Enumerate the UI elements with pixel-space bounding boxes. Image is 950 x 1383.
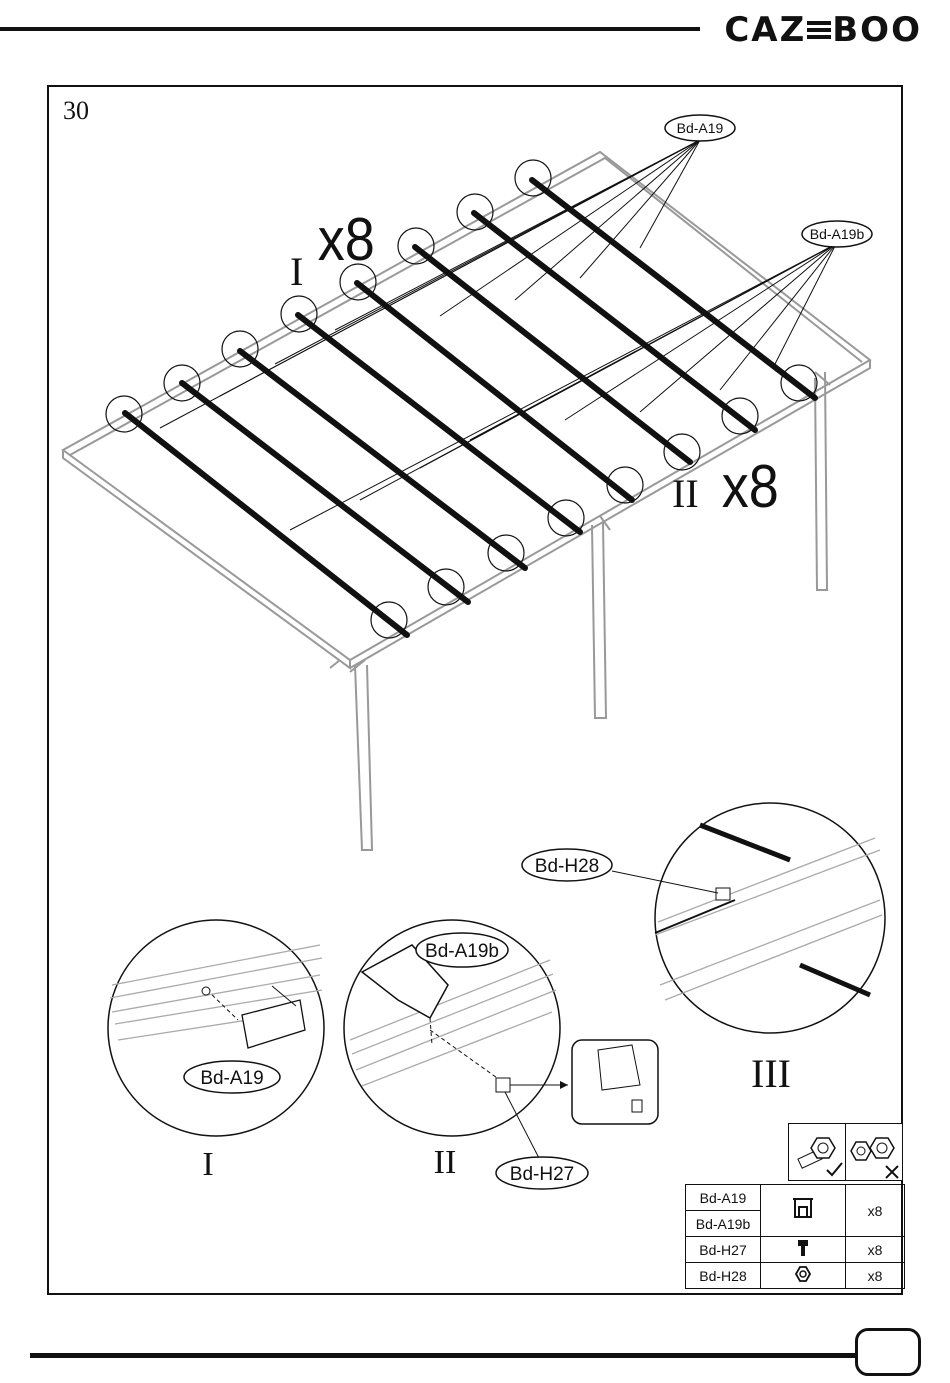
detail-ii-roman: II (434, 1144, 457, 1181)
quantity-left: x8 (318, 206, 375, 273)
quantity-right: x8 (722, 453, 779, 520)
part-code: Bd-H27 (686, 1237, 761, 1263)
detail-marker-i: I (290, 249, 303, 294)
part-code: Bd-A19b (686, 1211, 761, 1237)
nut-bolt-wrong-icon (845, 1123, 903, 1181)
callout-a19b-label: Bd-A19b (810, 226, 865, 242)
page-number-box (855, 1328, 921, 1376)
nut-icon (761, 1263, 846, 1289)
nut-bolt-ok-icon (788, 1123, 846, 1181)
channel-rail-icon (761, 1185, 846, 1237)
detail-i-roman: I (202, 1146, 213, 1183)
part-code: Bd-A19 (686, 1185, 761, 1211)
callout-a19-label: Bd-A19 (677, 120, 724, 136)
detail-circle-i (108, 920, 324, 1136)
rafters (125, 180, 815, 635)
detail-iii-roman: III (751, 1051, 791, 1096)
footer-rule (30, 1353, 860, 1358)
detail-marker-ii: II (672, 471, 699, 516)
detail-ii-label-top: Bd-A19b (425, 941, 499, 962)
detail-ii-label-bottom: Bd-H27 (510, 1164, 574, 1185)
detail-iii-label: Bd-H28 (535, 856, 599, 877)
part-qty: x8 (846, 1185, 905, 1237)
part-code: Bd-H28 (686, 1263, 761, 1289)
detail-i-label: Bd-A19 (200, 1068, 263, 1089)
bolt-icon (761, 1237, 846, 1263)
table-row: Bd-A19 x8 (686, 1185, 905, 1211)
parts-table: Bd-A19 x8 Bd-A19b Bd-H27 x8 Bd-H28 x8 (685, 1184, 905, 1289)
part-qty: x8 (846, 1237, 905, 1263)
table-row: Bd-H27 x8 (686, 1237, 905, 1263)
part-qty: x8 (846, 1263, 905, 1289)
table-row: Bd-H28 x8 (686, 1263, 905, 1289)
detail-circle-iii (612, 803, 885, 1033)
